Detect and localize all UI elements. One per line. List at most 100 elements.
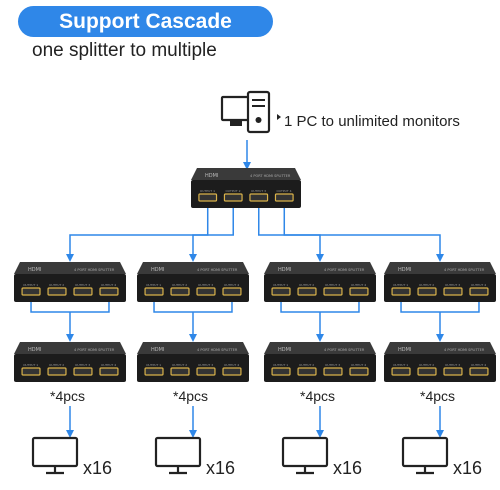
title-banner: Support Cascade — [18, 6, 273, 37]
port-label: OUTPUT 4 — [224, 363, 239, 367]
hdmi-port — [417, 367, 437, 376]
level3-splitter: HDMI 4 PORT HDMI SPLITTER OUTPUT 1 OUTPUT 2… — [384, 342, 496, 382]
hdmi-port — [222, 367, 242, 376]
port-label: OUTPUT 1 — [273, 283, 288, 287]
quantity-label: *4pcs — [173, 388, 209, 404]
hdmi-port — [469, 287, 489, 296]
hdmi-port — [21, 287, 41, 296]
splitter-front — [14, 274, 126, 302]
port-label: OUTPUT 1 — [23, 363, 38, 367]
monitor-screen — [31, 436, 79, 468]
splitter-model-text: 4 PORT HDMI SPLITTER — [250, 174, 291, 178]
hdmi-port — [417, 287, 437, 296]
monitor-screen — [154, 436, 202, 468]
port-label: OUTPUT 3 — [251, 189, 266, 193]
hdmi-port — [297, 367, 317, 376]
hdmi-port — [391, 287, 411, 296]
port-label: OUTPUT 4 — [351, 363, 366, 367]
splitter-model-text: 4 PORT HDMI SPLITTER — [324, 348, 365, 352]
splitter-top — [137, 342, 249, 354]
hdmi-port — [222, 287, 242, 296]
port-label: OUTPUT 4 — [471, 363, 486, 367]
hdmi-port — [21, 367, 41, 376]
branch-connector — [66, 208, 209, 262]
level3-splitter: HDMI 4 PORT HDMI SPLITTER OUTPUT 1 OUTPUT 2… — [14, 342, 126, 382]
port-label: OUTPUT 2 — [419, 283, 434, 287]
splitter-model-text: 4 PORT HDMI SPLITTER — [74, 268, 115, 272]
quantity-label: *4pcs — [300, 388, 336, 404]
port-label: OUTPUT 2 — [419, 363, 434, 367]
splitter-model-text: 4 PORT HDMI SPLITTER — [74, 348, 115, 352]
loop-connector — [400, 302, 480, 313]
splitter-front — [14, 354, 126, 382]
splitter-top — [14, 262, 126, 274]
hdmi-port — [47, 367, 67, 376]
port-label: OUTPUT 3 — [445, 283, 460, 287]
hdmi-port — [196, 367, 216, 376]
port-label: OUTPUT 4 — [101, 363, 116, 367]
port-label: OUTPUT 2 — [299, 283, 314, 287]
monitor-count-label: x16 — [83, 458, 113, 478]
quantity-label: *4pcs — [50, 388, 86, 404]
splitter-front — [264, 274, 376, 302]
port-label: OUTPUT 1 — [273, 363, 288, 367]
monitor-icon — [281, 436, 329, 475]
port-label: OUTPUT 1 — [146, 283, 161, 287]
hdmi-port — [443, 367, 463, 376]
splitter-front — [137, 354, 249, 382]
main-splitter: HDMI 4 PORT HDMI SPLITTER OUTPUT 1 OUTPUT 2… — [191, 168, 301, 208]
loop-connector — [280, 302, 360, 313]
hdmi-port — [271, 367, 291, 376]
splitter-brand-text: HDMI — [28, 267, 41, 273]
port-label: OUTPUT 4 — [351, 283, 366, 287]
desktop-pc-icon — [220, 90, 281, 134]
splitter-brand-text: HDMI — [398, 347, 411, 353]
port-label: OUTPUT 3 — [198, 283, 213, 287]
hdmi-port — [443, 287, 463, 296]
subtitle: one splitter to multiple — [32, 40, 217, 61]
port-label: OUTPUT 2 — [49, 283, 64, 287]
pc-tower — [246, 90, 271, 134]
branch-connector — [258, 208, 324, 262]
port-label: OUTPUT 2 — [49, 363, 64, 367]
hdmi-port — [323, 287, 343, 296]
port-label: OUTPUT 3 — [198, 363, 213, 367]
hdmi-port — [196, 287, 216, 296]
hdmi-port — [271, 287, 291, 296]
port-label: OUTPUT 2 — [172, 363, 187, 367]
port-label: OUTPUT 1 — [393, 363, 408, 367]
pc-power-button — [255, 117, 262, 123]
splitter-model-text: 4 PORT HDMI SPLITTER — [444, 348, 485, 352]
port-label: OUTPUT 1 — [393, 283, 408, 287]
port-label: OUTPUT 3 — [325, 283, 340, 287]
port-label: OUTPUT 4 — [276, 189, 291, 193]
splitter-brand-text: HDMI — [28, 347, 41, 353]
port-label: OUTPUT 2 — [225, 189, 240, 193]
monitor-screen — [281, 436, 329, 468]
splitter-front — [384, 354, 496, 382]
port-label: OUTPUT 1 — [146, 363, 161, 367]
splitter-brand-text: HDMI — [151, 347, 164, 353]
splitter-brand-text: HDMI — [205, 173, 218, 179]
port-label: OUTPUT 2 — [172, 283, 187, 287]
loop-connector — [153, 302, 233, 313]
hdmi-port — [198, 193, 218, 202]
hdmi-port — [323, 367, 343, 376]
splitter-model-text: 4 PORT HDMI SPLITTER — [324, 268, 365, 272]
splitter-top — [14, 342, 126, 354]
splitter-top — [384, 262, 496, 274]
hdmi-port — [349, 367, 369, 376]
port-label: OUTPUT 4 — [224, 283, 239, 287]
splitter-top — [191, 168, 301, 180]
port-label: OUTPUT 1 — [200, 189, 215, 193]
port-label: OUTPUT 4 — [471, 283, 486, 287]
hdmi-port — [391, 367, 411, 376]
splitter-top — [137, 262, 249, 274]
branch-connector — [189, 208, 234, 262]
splitter-front — [384, 274, 496, 302]
